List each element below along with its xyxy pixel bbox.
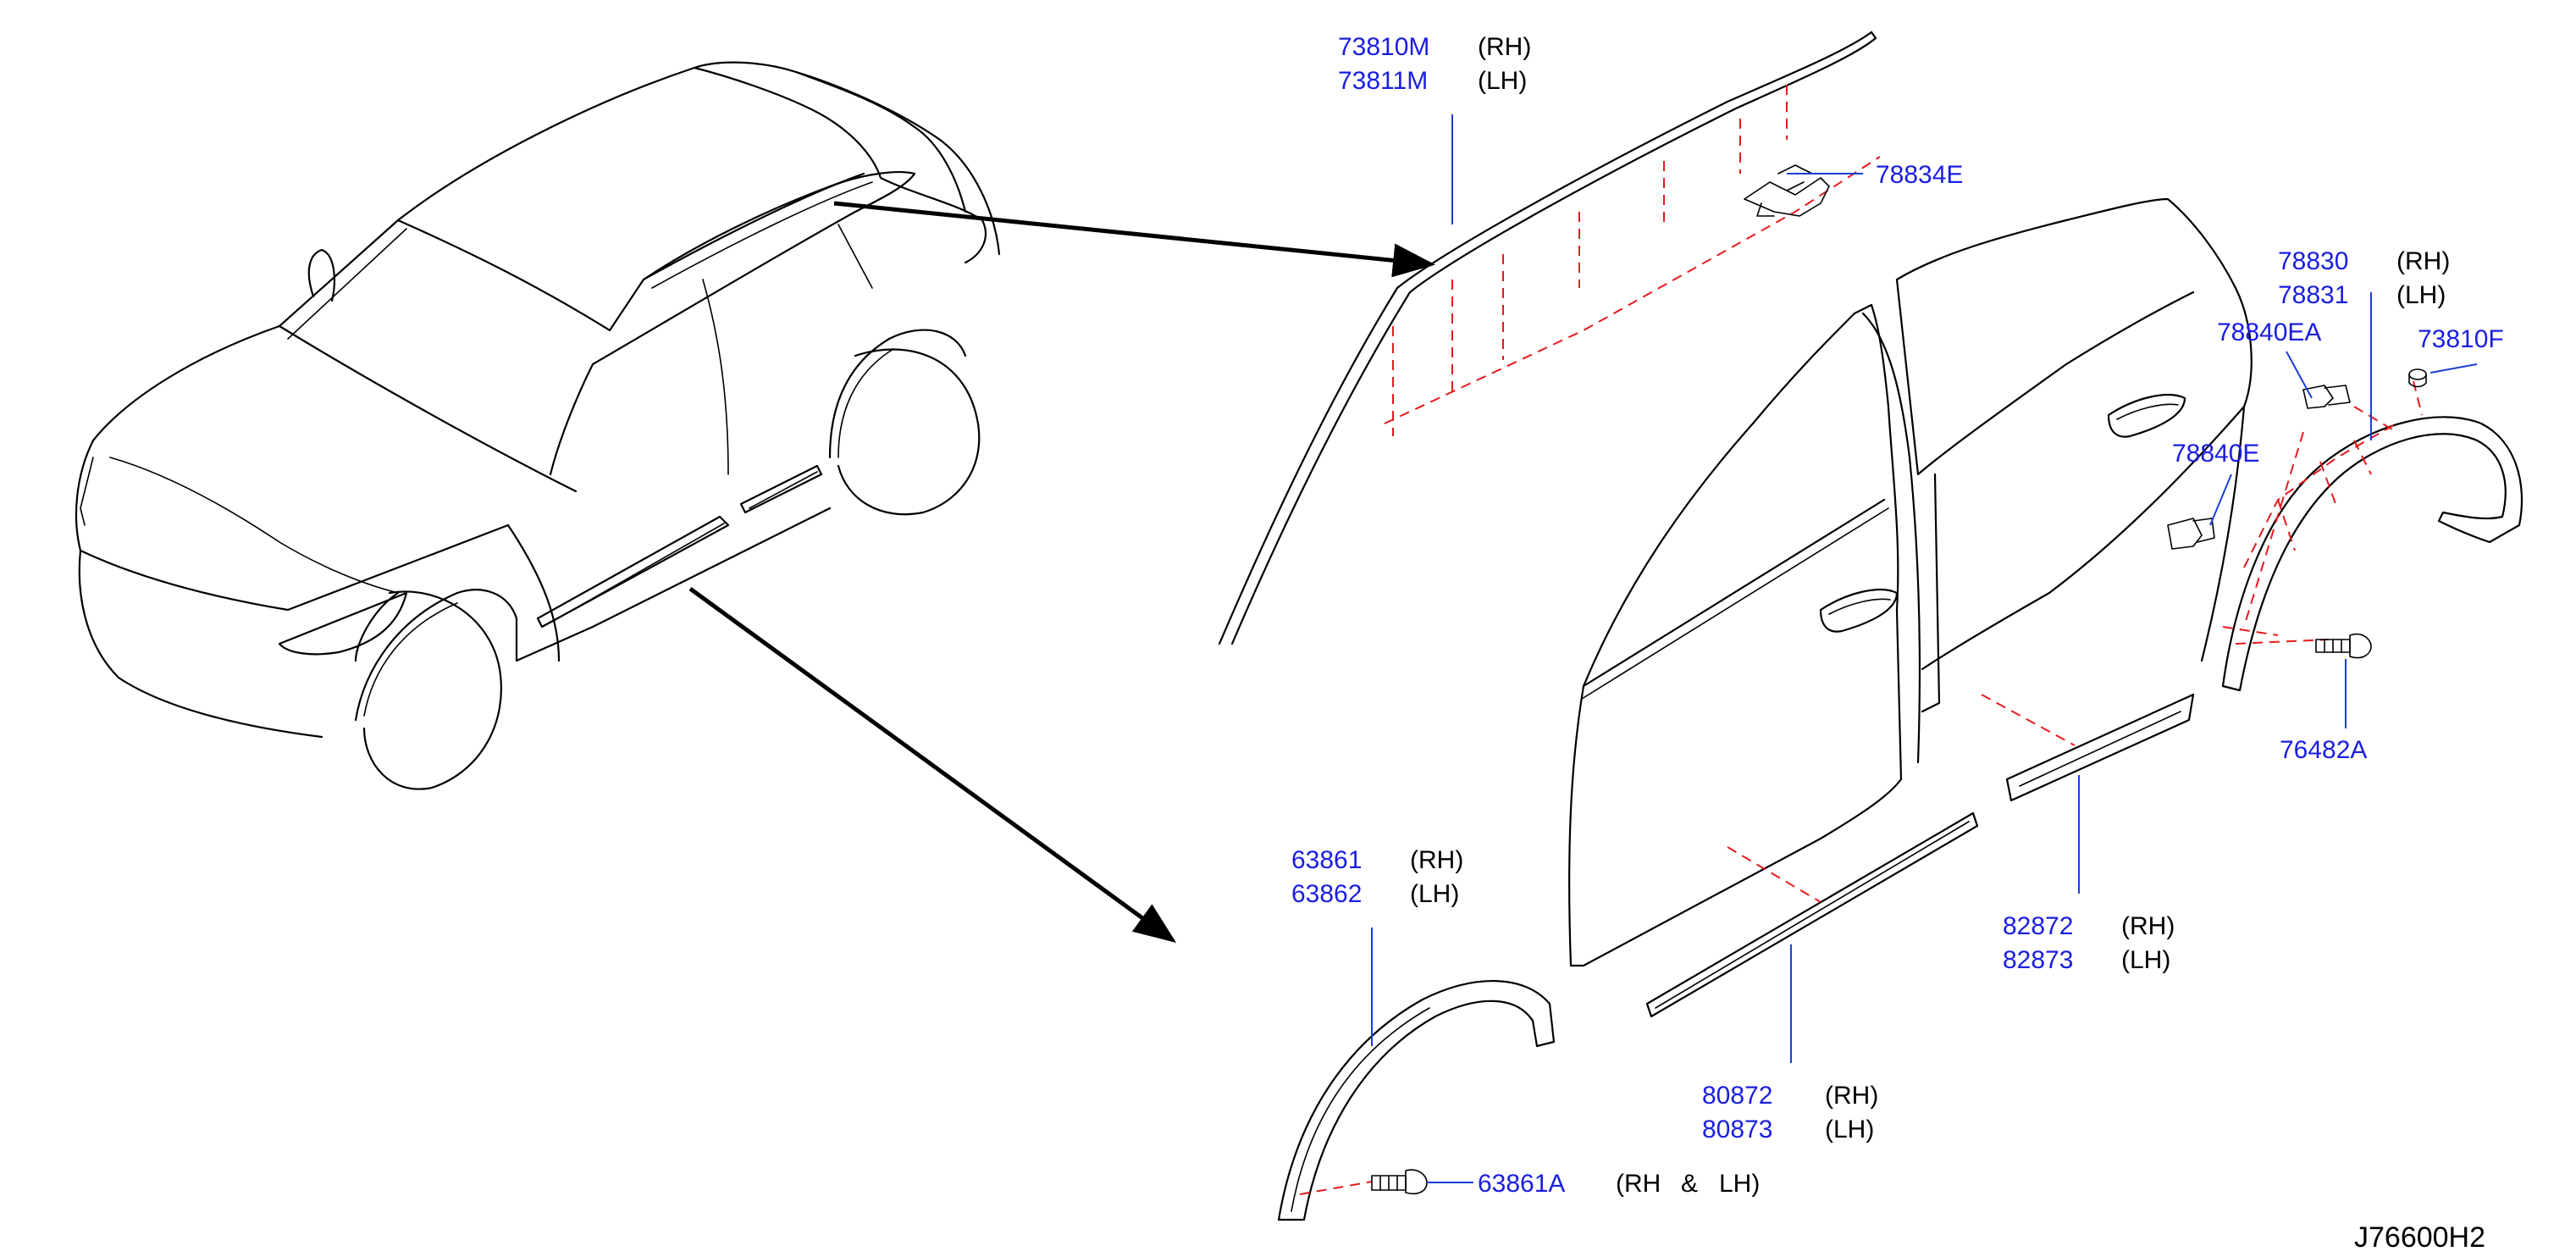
front-screw-part-number: 63861A	[1478, 1170, 1565, 1198]
front-screw-63861a-drawing	[1371, 1169, 1428, 1195]
front-arch-lh-side: (LH)	[1410, 880, 1459, 908]
grommet-73810f-drawing	[2408, 368, 2427, 388]
clip-a-part-number: 78840EA	[2217, 318, 2321, 346]
roof-molding-lh-side: (LH)	[1478, 67, 1527, 95]
roof-molding-rh-side: (RH)	[1478, 33, 1531, 61]
roof-molding-drawing	[1218, 30, 1881, 645]
front-screw-side-rh: (RH	[1616, 1170, 1661, 1198]
rear-door-molding-lh-side: (LH)	[2121, 946, 2170, 974]
rear-wheel-arch-drawing	[2221, 380, 2523, 692]
front-door-molding-rh-side: (RH)	[1825, 1082, 1878, 1110]
rear-arch-rh-part-number: 78830	[2278, 247, 2348, 275]
rear-door-molding-rh-side: (RH)	[2121, 912, 2175, 940]
roof-molding-rh-part-number: 73810M	[1338, 33, 1429, 61]
roof-pointer-arrow	[833, 201, 1435, 278]
grommet-part-number: 73810F	[2418, 325, 2504, 353]
rear-arch-lh-part-number: 78831	[2278, 281, 2348, 309]
front-door-molding-rh-part-number: 80872	[1702, 1082, 1772, 1110]
rear-arch-lh-side: (LH)	[2396, 281, 2446, 309]
rear-door-molding-rh-part-number: 82872	[2003, 912, 2073, 940]
front-arch-rh-side: (RH)	[1410, 846, 1463, 874]
roof-molding-lh-part-number: 73811M	[1338, 67, 1428, 95]
front-screw-side-lh: LH)	[1719, 1170, 1760, 1198]
front-arch-lh-part-number: 63862	[1291, 880, 1362, 908]
clip-78840e-drawing	[2167, 518, 2215, 550]
roof-clip-part-number: 78834E	[1876, 161, 1963, 189]
clip-b-part-number: 78840E	[2172, 440, 2259, 468]
side-pointer-arrow	[688, 586, 1177, 943]
rear-screw-part-number: 76482A	[2280, 736, 2367, 764]
front-door-molding-drawing	[1645, 811, 1979, 1018]
front-wheel-arch-drawing	[1277, 980, 1556, 1221]
front-screw-side-amp: &	[1681, 1170, 1698, 1198]
clip-78840ea-drawing	[2302, 385, 2351, 409]
side-doors-drawing	[1568, 197, 2253, 967]
rear-door-molding-lh-part-number: 82873	[2003, 946, 2073, 974]
rear-door-molding-drawing	[2005, 693, 2195, 802]
roof-clip-drawing	[1744, 164, 1830, 217]
diagram-code: J76600H2	[2354, 1221, 2485, 1254]
rear-arch-rh-side: (RH)	[2396, 247, 2450, 275]
rear-screw-76482a-drawing	[2315, 633, 2372, 659]
vehicle-overview-illustration	[75, 61, 1001, 790]
front-arch-rh-part-number: 63861	[1291, 846, 1362, 874]
front-door-molding-lh-side: (LH)	[1825, 1116, 1874, 1143]
front-door-molding-lh-part-number: 80873	[1702, 1116, 1772, 1143]
